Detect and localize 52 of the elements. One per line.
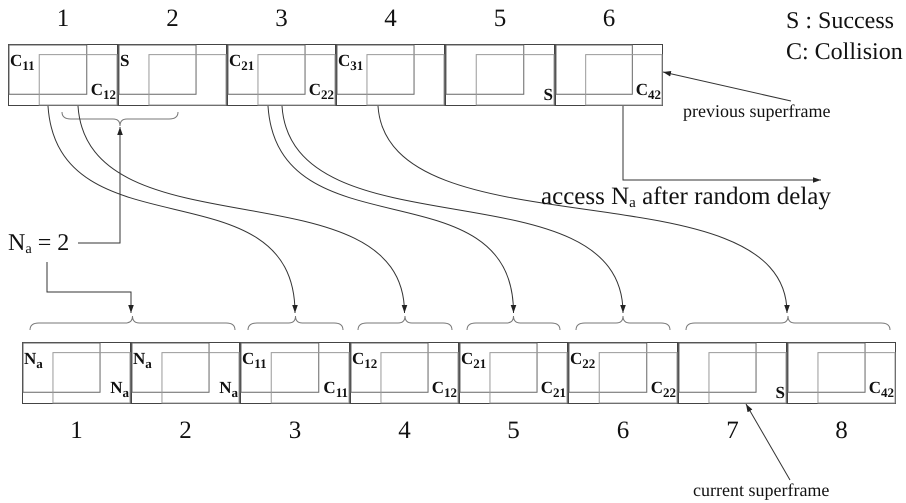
slot-number: 3 <box>288 417 302 445</box>
slot-number: 8 <box>834 417 849 445</box>
annotation-text: access N$_{a}$ after random delay <box>541 183 831 212</box>
arrow <box>622 106 822 183</box>
slot-label: C$_{22}$ <box>650 379 676 402</box>
annotation-text: previous superframe <box>683 101 830 122</box>
slot-label: N$_{a}$ <box>219 379 238 402</box>
curved-arrow <box>78 106 406 314</box>
slot-label: C$_{22}$ <box>308 81 334 104</box>
slot-label: C$_{12}$ <box>432 379 457 402</box>
arrow <box>746 404 790 480</box>
slot-label: C$_{11}$ <box>323 379 348 402</box>
slot-label: C$_{11}$ <box>242 350 267 373</box>
slot-number: 1 <box>56 5 70 33</box>
slot-label: C$_{42}$ <box>868 379 894 402</box>
slot-number: 1 <box>69 417 84 445</box>
arrow <box>78 126 123 244</box>
slot-label: C$_{21}$ <box>461 350 486 373</box>
key-text: S : Success <box>786 8 894 36</box>
slot-number: 4 <box>383 5 398 33</box>
slot-number: 6 <box>616 417 630 445</box>
slot-label: C$_{22}$ <box>570 350 596 373</box>
slot-number: 2 <box>178 417 193 445</box>
arrow <box>662 71 792 102</box>
curved-arrow <box>282 106 624 314</box>
slot-label: C$_{42}$ <box>636 81 661 104</box>
slot-number: 5 <box>506 417 521 445</box>
slot-label: C$_{21}$ <box>229 52 254 75</box>
slot-number: 7 <box>725 417 740 445</box>
slot-number: 4 <box>397 417 412 445</box>
slot-number: 3 <box>274 5 289 33</box>
slot-label: C$_{21}$ <box>540 379 566 402</box>
annotation-text: current superframe <box>693 480 830 501</box>
slot-label: S <box>120 52 130 70</box>
equation-text: N$_{a}$ = 2 <box>8 230 70 258</box>
slot-number: 2 <box>165 5 180 33</box>
slot-label: N$_{a}$ <box>133 350 152 373</box>
slot-label: C$_{11}$ <box>10 52 35 75</box>
slot-label: C$_{12}$ <box>90 81 116 104</box>
slot-label: S <box>544 86 553 104</box>
slot-label: S <box>776 384 785 402</box>
key-text: C: Collision <box>786 39 903 67</box>
slot-number: 5 <box>492 5 508 33</box>
slot-number: 6 <box>602 5 616 33</box>
curved-arrow <box>268 106 516 314</box>
curved-arrow <box>48 106 297 314</box>
slot-label: C$_{31}$ <box>338 52 364 75</box>
arrow <box>46 262 134 314</box>
slot-label: N$_{a}$ <box>110 379 129 402</box>
slot-label: C$_{12}$ <box>352 350 378 373</box>
curved-arrow <box>378 106 788 314</box>
slot-label: N$_{a}$ <box>24 350 43 373</box>
